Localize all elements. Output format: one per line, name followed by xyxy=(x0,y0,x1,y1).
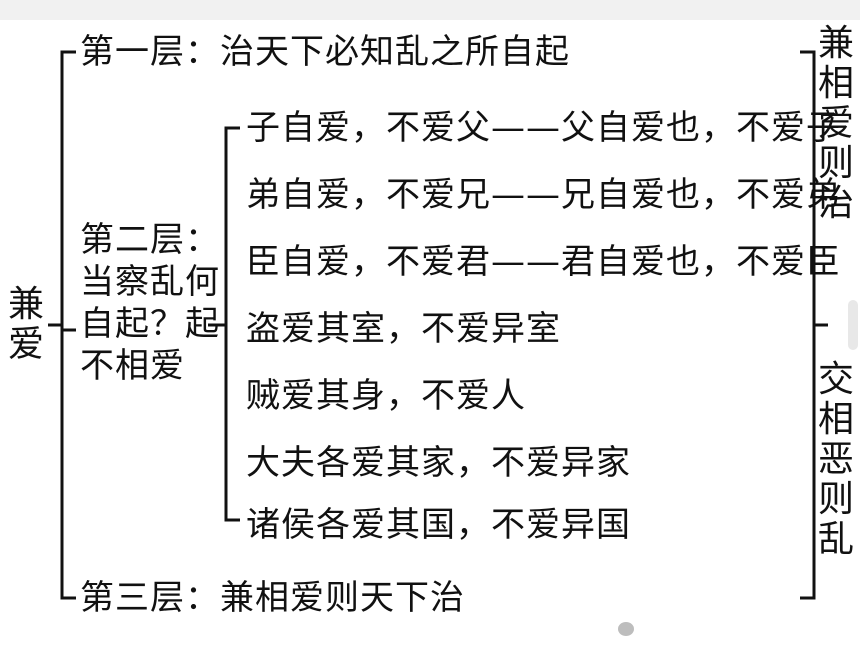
top-bar xyxy=(0,0,860,20)
layer2-label-line-4: 不相爱 xyxy=(80,346,185,386)
right-top-char: 相 xyxy=(817,63,854,104)
right-bottom-char: 乱 xyxy=(817,519,854,560)
layer3-text: 第三层：兼相爱则天下治 xyxy=(80,578,465,618)
root-char-2: 爱 xyxy=(7,324,44,365)
layer2-item: 贼爱其身，不爱人 xyxy=(246,376,526,416)
right-top-char: 兼 xyxy=(817,23,854,64)
layer2-item: 子自爱，不爱父——父自爱也，不爱子 xyxy=(246,108,841,148)
decor-dot xyxy=(848,300,858,350)
decor-dot xyxy=(618,622,634,636)
sub-bracket xyxy=(224,126,240,522)
right-top-char: 治 xyxy=(817,183,854,224)
layer2-label-line-1: 第二层： xyxy=(80,220,220,260)
layer2-item: 臣自爱，不爱君——君自爱也，不爱臣 xyxy=(246,242,841,282)
layer2-label-line-2: 当察乱何 xyxy=(80,262,220,302)
layer2-item: 盗爱其室，不爱异室 xyxy=(246,309,561,349)
layer2-item: 弟自爱，不爱兄——兄自爱也，不爱弟 xyxy=(246,175,841,215)
main-bracket xyxy=(60,50,76,600)
right-bottom-char: 则 xyxy=(817,479,854,520)
slide-page xyxy=(0,20,860,645)
right-bottom-char: 恶 xyxy=(817,439,854,480)
layer1-text: 第一层：治天下必知乱之所自起 xyxy=(80,32,570,72)
right-bottom-char: 相 xyxy=(817,399,854,440)
right-bottom-char: 交 xyxy=(817,359,854,400)
layer2-item: 诸侯各爱其国，不爱异国 xyxy=(246,505,631,545)
layer2-label-line-3: 自起？起 xyxy=(80,304,220,344)
right-top-char: 爱 xyxy=(817,103,854,144)
right-bottom-label: 交相恶则乱 xyxy=(816,360,856,560)
right-top-label: 兼相爱则治 xyxy=(816,24,856,224)
layer2-item: 大夫各爱其家，不爱异家 xyxy=(246,443,631,483)
right-top-char: 则 xyxy=(817,143,854,184)
root-char-1: 兼 xyxy=(7,284,44,325)
root-label: 兼 爱 xyxy=(6,285,46,365)
